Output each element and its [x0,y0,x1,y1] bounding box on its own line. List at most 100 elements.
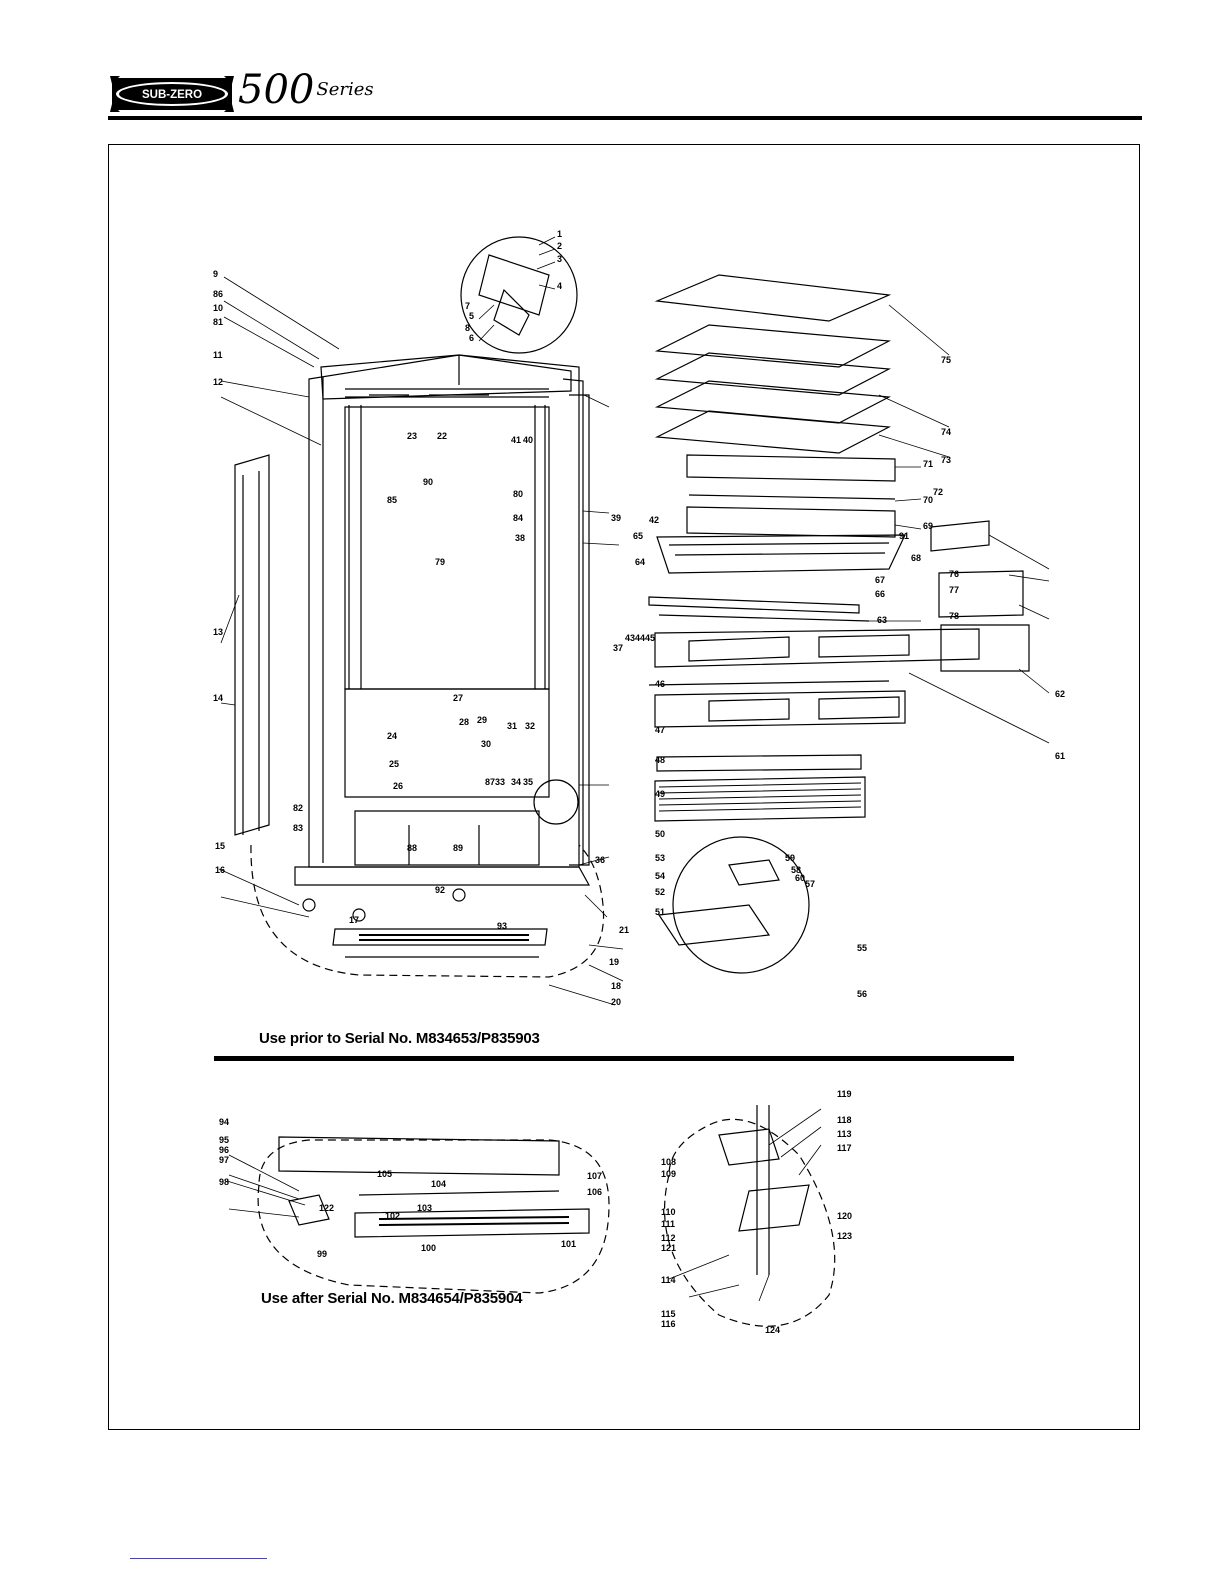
upper-part-label: 35 [523,777,533,787]
upper-part-label: 20 [611,997,621,1007]
logo-text: SUB-ZERO [142,89,202,101]
crisper-basket [656,534,906,574]
lower-part-label: 98 [219,1177,229,1187]
lower-part-label: 122 [319,1203,334,1213]
upper-part-label: 37 [613,643,623,653]
upper-part-label: 10 [213,303,223,313]
series-word: Series [316,79,374,100]
upper-part-label: 28 [459,717,469,727]
upper-part-label: 6 [469,333,474,343]
upper-part-label: 8 [465,323,470,333]
lower-part-label: 121 [661,1243,676,1253]
upper-part-label: 64 [635,557,645,567]
upper-part-label: 52 [655,887,665,897]
lower-part-label: 114 [661,1275,676,1285]
lower-part-label: 110 [661,1207,676,1217]
upper-part-label: 54 [655,871,665,881]
upper-part-label: 25 [389,759,399,769]
upper-part-label: 12 [213,377,223,387]
upper-part-label: 43 [625,633,635,643]
upper-part-label: 85 [387,495,397,505]
upper-part-label: 38 [515,533,525,543]
upper-part-label: 78 [949,611,959,621]
upper-part-label: 17 [349,915,359,925]
upper-part-label: 86 [213,289,223,299]
upper-part-label: 50 [655,829,665,839]
upper-part-label: 51 [655,907,665,917]
lower-hinge-detail [663,1118,836,1327]
drawer-cover [686,454,896,482]
bottom-hinge-detail [672,836,810,974]
lower-part-label: 115 [661,1309,676,1319]
upper-part-label: 23 [407,431,417,441]
upper-part-label: 73 [941,455,951,465]
upper-part-label: 30 [481,739,491,749]
lower-drawer [654,628,980,668]
upper-part-label: 90 [423,477,433,487]
cabinet-body [308,354,580,868]
upper-part-label: 46 [655,679,665,689]
upper-part-label: 7 [465,301,470,311]
lower-part-label: 102 [385,1211,400,1221]
upper-part-label: 56 [857,989,867,999]
upper-part-label: 71 [923,459,933,469]
upper-part-label: 76 [949,569,959,579]
sub-zero-logo: SUB-ZERO [110,76,234,112]
upper-part-label: 39 [611,513,621,523]
upper-part-label: 24 [387,731,397,741]
upper-part-label: 55 [857,943,867,953]
upper-part-label: 26 [393,781,403,791]
side-panel [234,454,270,836]
upper-part-label: 47 [655,725,665,735]
grille-panel [656,754,862,772]
upper-part-label: 13 [213,627,223,637]
upper-part-label: 36 [595,855,605,865]
header-rule [108,116,1142,120]
upper-part-label: 48 [655,755,665,765]
upper-part-label: 34 [511,777,521,787]
lower-part-label: 100 [421,1243,436,1253]
lower-part-label: 104 [431,1179,446,1189]
upper-part-label: 14 [213,693,223,703]
upper-part-label: 40 [523,435,533,445]
upper-part-label: 4 [557,281,562,291]
lower-part-label: 120 [837,1211,852,1221]
upper-part-label: 42 [649,515,659,525]
upper-part-label: 53 [655,853,665,863]
upper-part-label: 83 [293,823,303,833]
caption-after-serial: Use after Serial No. M834654/P835904 [261,1290,523,1307]
lower-part-label: 105 [377,1169,392,1179]
upper-part-label: 59 [785,853,795,863]
cabinet-base [294,866,591,886]
bottom-grille [332,928,548,946]
top-hinge-detail [460,236,578,354]
upper-part-label: 72 [933,487,943,497]
section-divider [214,1056,1014,1061]
lower-part-label: 112 [661,1233,676,1243]
lower-part-label: 123 [837,1231,852,1241]
upper-part-label: 21 [619,925,629,935]
upper-part-label: 22 [437,431,447,441]
caption-prior-serial: Use prior to Serial No. M834653/P835903 [259,1030,540,1047]
lower-part-label: 111 [661,1219,675,1229]
upper-part-label: 67 [875,575,885,585]
lower-part-label: 99 [317,1249,327,1259]
upper-part-label: 82 [293,803,303,813]
upper-part-label: 27 [453,693,463,703]
upper-part-label: 88 [407,843,417,853]
lower-part-label: 113 [837,1129,852,1139]
lower-part-label: 106 [587,1187,602,1197]
upper-part-label: 89 [453,843,463,853]
upper-part-label: 15 [215,841,225,851]
top-cover [654,274,892,322]
upper-part-label: 44 [635,633,645,643]
upper-part-label: 19 [609,957,619,967]
upper-part-label: 1 [557,229,562,239]
upper-part-label: 87 [485,777,495,787]
meat-drawer [654,690,906,728]
upper-part-label: 18 [611,981,621,991]
lower-part-label: 119 [837,1089,852,1099]
